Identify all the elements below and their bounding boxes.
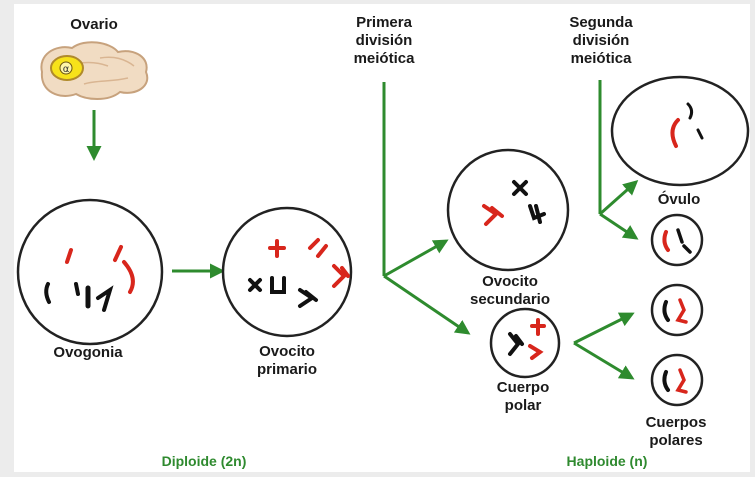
ovary-illustration: α — [40, 41, 149, 100]
cell-polar-small-2 — [650, 283, 704, 337]
cell-ovogonia — [16, 198, 164, 346]
ovary-egg-mark: α — [63, 64, 70, 75]
cell-ovocito-primario — [221, 206, 353, 338]
label-ovulo: Óvulo — [658, 190, 701, 208]
arrow-to-ovocito-secundario — [383, 239, 449, 278]
label-haploide: Haploide (n) — [567, 453, 648, 469]
cell-polar-small-1 — [650, 213, 704, 267]
cell-ovocito-secundario — [446, 148, 570, 272]
label-diploide: Diploide (2n) — [162, 453, 247, 469]
label-ovario: Ovario — [70, 16, 118, 33]
arrows — [86, 80, 639, 380]
label-cuerpo-polar-line2: polar — [505, 397, 542, 414]
label-ovogonia: Ovogonia — [53, 344, 123, 361]
cell-polar-small-3 — [650, 353, 704, 407]
label-primera-line2: división — [356, 32, 413, 49]
label-cuerpos-polares-line1: Cuerpos — [646, 414, 707, 431]
arrow-to-cuerpo-polar — [383, 274, 471, 335]
label-ovocito-primario-line1: Ovocito — [259, 343, 315, 360]
label-ovocito-secundario-line2: secundario — [470, 291, 550, 308]
arrow-to-polar-small-2 — [573, 312, 635, 345]
cell-ovulo — [610, 75, 750, 187]
labels: Ovario Primera división meiótica Segunda… — [53, 14, 706, 469]
label-primera-line1: Primera — [356, 14, 413, 31]
arrow-to-ovulo — [599, 180, 639, 216]
cell-cuerpo-polar — [489, 307, 561, 379]
label-ovocito-secundario-line1: Ovocito — [482, 273, 538, 290]
arrow-to-polar-small-3 — [573, 341, 635, 380]
arrow-to-polar-small-1 — [599, 212, 639, 240]
label-ovocito-primario-line2: primario — [257, 361, 317, 378]
label-segunda-line3: meiótica — [571, 50, 633, 67]
label-cuerpos-polares-line2: polares — [649, 432, 702, 449]
label-cuerpo-polar-line1: Cuerpo — [497, 379, 550, 396]
label-primera-line3: meiótica — [354, 50, 416, 67]
label-segunda-line1: Segunda — [569, 14, 633, 31]
label-segunda-line2: división — [573, 32, 630, 49]
